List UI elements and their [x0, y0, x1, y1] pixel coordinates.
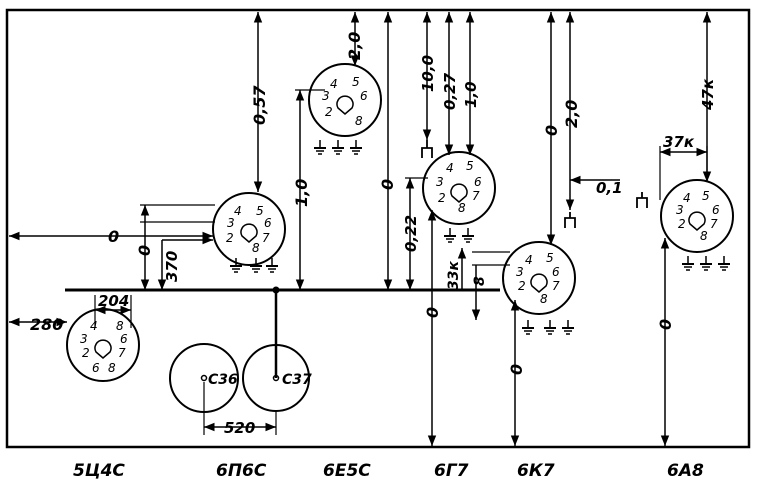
dim-204: 204 — [98, 292, 129, 310]
svg-text:5: 5 — [702, 189, 710, 203]
label-6k7: 6К7 — [517, 461, 555, 481]
svg-text:6: 6 — [474, 175, 482, 189]
svg-text:7: 7 — [552, 279, 560, 293]
svg-text:4: 4 — [330, 77, 338, 91]
tube-socket-5c4s: 4 3 2 8 6 7 6 8 — [66, 308, 140, 382]
svg-text:8: 8 — [116, 319, 124, 333]
svg-text:2: 2 — [82, 346, 90, 360]
svg-text:2: 2 — [518, 279, 526, 293]
dim-1-0-6e5s: 1,0 — [292, 179, 311, 207]
svg-text:5: 5 — [352, 75, 360, 89]
svg-text:4: 4 — [446, 161, 454, 175]
svg-text:6: 6 — [120, 332, 128, 346]
svg-text:8: 8 — [355, 114, 363, 128]
svg-text:3: 3 — [80, 332, 88, 346]
dim-0-6k7-top: 0 — [542, 125, 561, 136]
svg-text:8: 8 — [458, 201, 466, 215]
svg-text:6: 6 — [264, 216, 272, 230]
svg-text:6: 6 — [92, 361, 100, 375]
tube-socket-6e5s: 4 3 2 5 6 8 — [308, 63, 382, 137]
svg-text:4: 4 — [525, 253, 533, 267]
dim-0-22: 0,22 — [402, 215, 420, 252]
tube-socket-6a8: 4 3 2 5 6 7 8 — [660, 179, 734, 253]
tube-socket-6p6s: 4 3 2 5 6 7 8 — [212, 192, 286, 266]
svg-text:3: 3 — [227, 216, 235, 230]
svg-text:7: 7 — [118, 346, 126, 360]
dim-280: 280 — [30, 315, 63, 334]
dim-0-6p6s: 0 — [135, 245, 154, 256]
dim-0-27: 0,27 — [441, 72, 459, 110]
svg-text:4: 4 — [90, 319, 98, 333]
svg-text:7: 7 — [710, 217, 718, 231]
svg-text:6: 6 — [552, 265, 560, 279]
svg-text:3: 3 — [516, 265, 524, 279]
svg-text:4: 4 — [683, 191, 691, 205]
tube-socket-6g7: 4 3 2 5 6 7 8 — [422, 151, 496, 225]
svg-text:2: 2 — [325, 105, 333, 119]
svg-text:3: 3 — [322, 89, 330, 103]
svg-text:2: 2 — [226, 231, 234, 245]
dim-33k: 33к — [446, 261, 462, 290]
chassis-outline — [5, 8, 751, 449]
svg-text:8: 8 — [700, 229, 708, 243]
label-6e5s: 6Е5С — [323, 461, 371, 481]
svg-text:7: 7 — [472, 189, 480, 203]
svg-text:6: 6 — [360, 89, 368, 103]
svg-text:8: 8 — [540, 292, 548, 306]
svg-text:3: 3 — [436, 175, 444, 189]
label-6p6s: 6П6С — [216, 461, 267, 481]
svg-text:4: 4 — [234, 204, 242, 218]
dim-2-0-6e5s: 2,0 — [345, 32, 364, 60]
dim-47k: 47к — [699, 78, 717, 111]
dim-0-left: 0 — [108, 227, 119, 246]
dim-0-6g7: 0 — [423, 307, 442, 318]
svg-text:6: 6 — [712, 203, 720, 217]
capacitor-c37: C37 — [242, 344, 312, 412]
svg-text:C36: C36 — [208, 372, 238, 388]
dim-10-0: 10,0 — [419, 55, 437, 92]
dim-0-1: 0,1 — [596, 179, 623, 197]
svg-text:5: 5 — [256, 204, 264, 218]
dim-0-6a8: 0 — [656, 319, 675, 330]
svg-text:C37: C37 — [282, 372, 312, 388]
label-6g7: 6Г7 — [434, 461, 469, 481]
label-6a8: 6А8 — [667, 461, 704, 481]
svg-text:8: 8 — [108, 361, 116, 375]
svg-text:2: 2 — [438, 191, 446, 205]
dim-0-6e5s: 0 — [378, 179, 397, 190]
svg-text:3: 3 — [676, 203, 684, 217]
svg-text:2: 2 — [678, 217, 686, 231]
svg-text:8: 8 — [252, 241, 260, 255]
svg-text:7: 7 — [262, 231, 270, 245]
svg-text:5: 5 — [466, 159, 474, 173]
dim-37k: 37к — [663, 133, 695, 151]
dim-0-6k7: 0 — [507, 364, 526, 375]
dim-2-0-6k7: 2,0 — [562, 100, 581, 128]
label-5c4s: 5Ц4С — [73, 461, 125, 481]
dim-1-0-6g7: 1,0 — [462, 81, 480, 108]
dim-0-57: 0,57 — [250, 85, 269, 125]
tube-socket-6k7: 4 3 2 5 6 7 8 — [502, 241, 576, 315]
dim-8: 8 — [472, 276, 488, 286]
svg-text:5: 5 — [546, 251, 554, 265]
dim-520: 520 — [224, 419, 255, 437]
dim-370: 370 — [163, 251, 181, 282]
